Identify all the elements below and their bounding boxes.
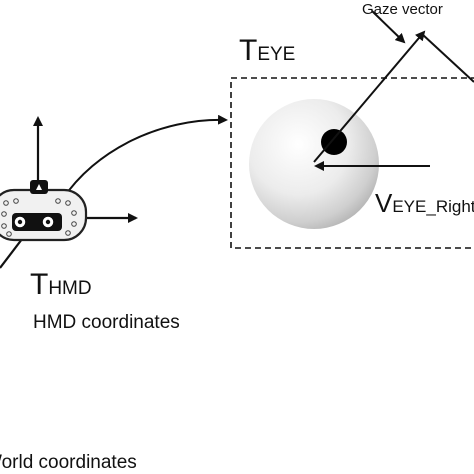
hmd-headset	[0, 180, 88, 242]
v-eye-main: V	[375, 188, 393, 218]
t-hmd-label: THMD	[30, 270, 92, 300]
v-eye-right-label: VEYE_Right	[375, 190, 474, 216]
hmd-to-eye-curve-arrow	[61, 114, 228, 201]
gaze-vector-pointer-line	[371, 10, 406, 44]
t-eye-main: T	[239, 34, 258, 67]
pupil	[321, 129, 347, 155]
gaze-vector-arrow	[313, 30, 426, 163]
t-hmd-sub: HMD	[48, 278, 92, 299]
eye-frame	[230, 77, 474, 249]
world-coordinates-label: World coordinates	[0, 452, 137, 473]
eye-sphere	[249, 99, 379, 229]
hmd-coordinates-label: HMD coordinates	[33, 312, 180, 333]
t-eye-sub: EYE	[257, 44, 296, 65]
t-hmd-main: T	[30, 268, 49, 301]
t-eye-label: TEYE	[239, 36, 295, 66]
v-eye-sub: EYE_Right	[392, 197, 474, 216]
gaze-vector-label: Gaze vector	[362, 1, 443, 18]
gaze-vector-arrow-secondary	[421, 33, 474, 83]
